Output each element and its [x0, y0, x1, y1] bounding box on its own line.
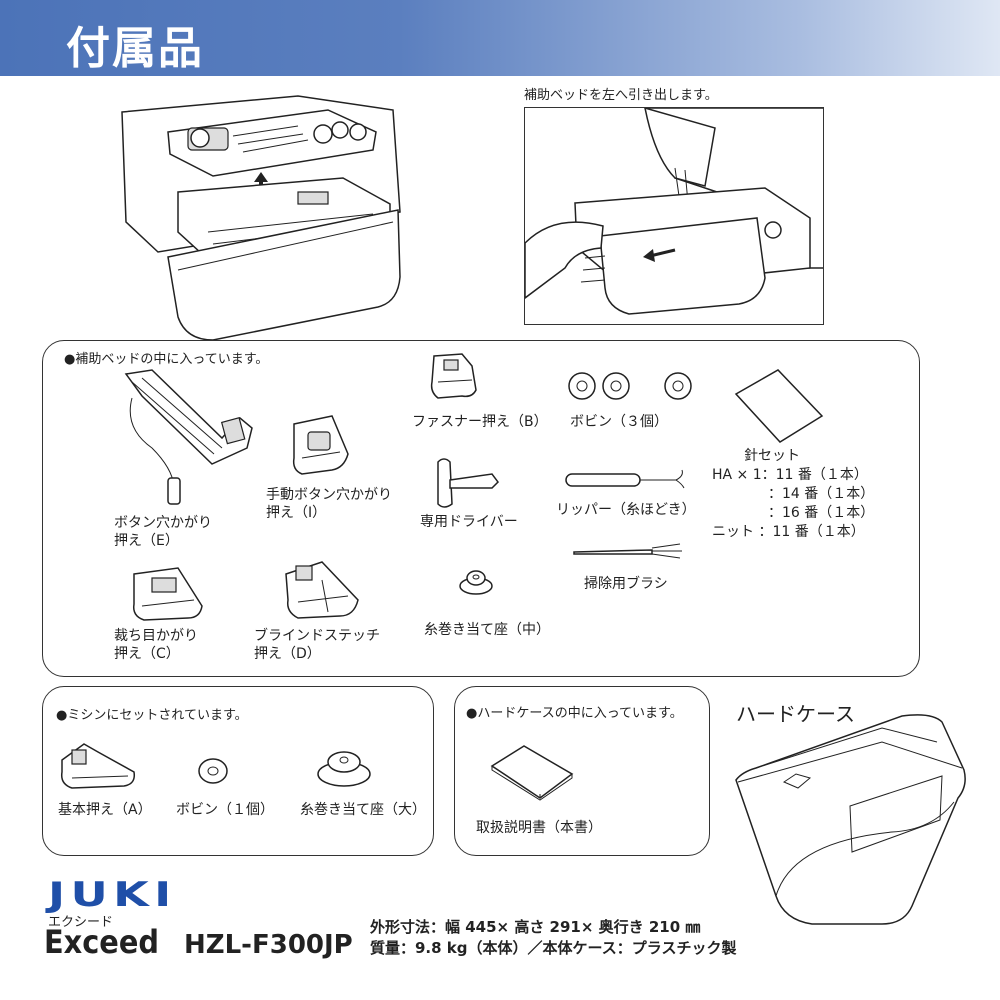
blindstitch-foot-d-label-1: ブラインドステッチ	[254, 628, 380, 644]
buttonhole-foot-e-illustration	[124, 369, 253, 505]
zipper-foot-b-illustration	[430, 353, 477, 399]
spool-cap-medium-illustration	[459, 570, 493, 595]
model-name: Exceed	[44, 923, 159, 961]
bobbins-three-label: ボビン（３個）	[570, 414, 668, 430]
instruction-manual-illustration	[490, 745, 574, 801]
spool-cap-large-illustration	[317, 751, 371, 787]
instruction-manual-label: 取扱説明書（本書）	[476, 820, 602, 836]
bobbin-one-illustration	[198, 758, 228, 784]
page-title: 付属品	[66, 23, 204, 74]
model-code: HZL-F300JP	[184, 930, 353, 960]
needle-set-illustration	[734, 369, 824, 443]
spec-dimensions: 外形寸法：幅 445× 高さ 291× 奥行き 210 ㎜	[370, 918, 701, 936]
brush-label: 掃除用ブラシ	[584, 576, 668, 592]
brush-illustration	[573, 543, 682, 559]
needle-set-title: 針セット	[744, 448, 800, 464]
manual-buttonhole-foot-i-label-1: 手動ボタン穴かがり	[266, 487, 392, 503]
sewing-machine-pullout-illustration	[525, 108, 823, 315]
standard-foot-a-label: 基本押え（A）	[58, 802, 152, 818]
needle-set-line-2: ：14 番（１本）	[768, 486, 875, 502]
machine-panel-heading: ●ミシンにセットされています。	[56, 708, 248, 723]
bobbin-one-label: ボビン（１個）	[176, 802, 274, 818]
bobbins-three-illustration	[568, 372, 692, 400]
hard-case-illustration	[735, 714, 966, 925]
needle-set-line-3: ：16 番（１本）	[768, 505, 875, 521]
standard-foot-a-illustration	[60, 743, 136, 789]
spool-cap-medium-label: 糸巻き当て座（中）	[424, 622, 550, 638]
case-contents-panel	[454, 686, 710, 856]
seam-ripper-illustration	[565, 469, 685, 489]
hard-case-label: ハードケース	[736, 702, 855, 726]
blindstitch-foot-d-label-2: 押え（D）	[254, 646, 321, 662]
blindstitch-foot-d-illustration	[285, 561, 359, 619]
pullout-photo	[524, 107, 824, 325]
manual-buttonhole-foot-i-illustration	[292, 415, 349, 475]
needle-set-line-4: ニット ：11 番（１本）	[712, 524, 865, 540]
buttonhole-foot-e-label-1: ボタン穴かがり	[114, 515, 212, 531]
spool-cap-large-label: 糸巻き当て座（大）	[300, 802, 426, 818]
zipper-foot-b-label: ファスナー押え（B）	[412, 414, 548, 430]
spec-weight: 質量：9.8 kg（本体）／本体ケース：プラスチック製	[370, 939, 737, 957]
needle-set-line-1: HA × 1：11 番（１本）	[712, 467, 868, 483]
screwdriver-label: 専用ドライバー	[420, 514, 518, 530]
overcast-foot-c-label-1: 裁ち目かがり	[114, 628, 198, 644]
seam-ripper-label: リッパー（糸ほどき）	[556, 502, 696, 518]
bed-panel-heading: ●補助ベッドの中に入っています。	[64, 352, 269, 367]
overcast-foot-c-label-2: 押え（C）	[114, 646, 180, 662]
screwdriver-illustration	[437, 458, 499, 508]
accessory-tray-illustration	[121, 95, 401, 341]
juki-logo: JUKI	[48, 875, 177, 915]
case-panel-heading: ●ハードケースの中に入っています。	[466, 706, 683, 721]
buttonhole-foot-e-label-2: 押え（E）	[114, 533, 179, 549]
manual-buttonhole-foot-i-label-2: 押え（I）	[266, 505, 327, 521]
brand-kana: エクシード	[48, 915, 114, 930]
header-band	[0, 0, 1000, 76]
pullout-caption: 補助ベッドを左へ引き出します。	[524, 88, 718, 103]
overcast-foot-c-illustration	[132, 567, 203, 621]
